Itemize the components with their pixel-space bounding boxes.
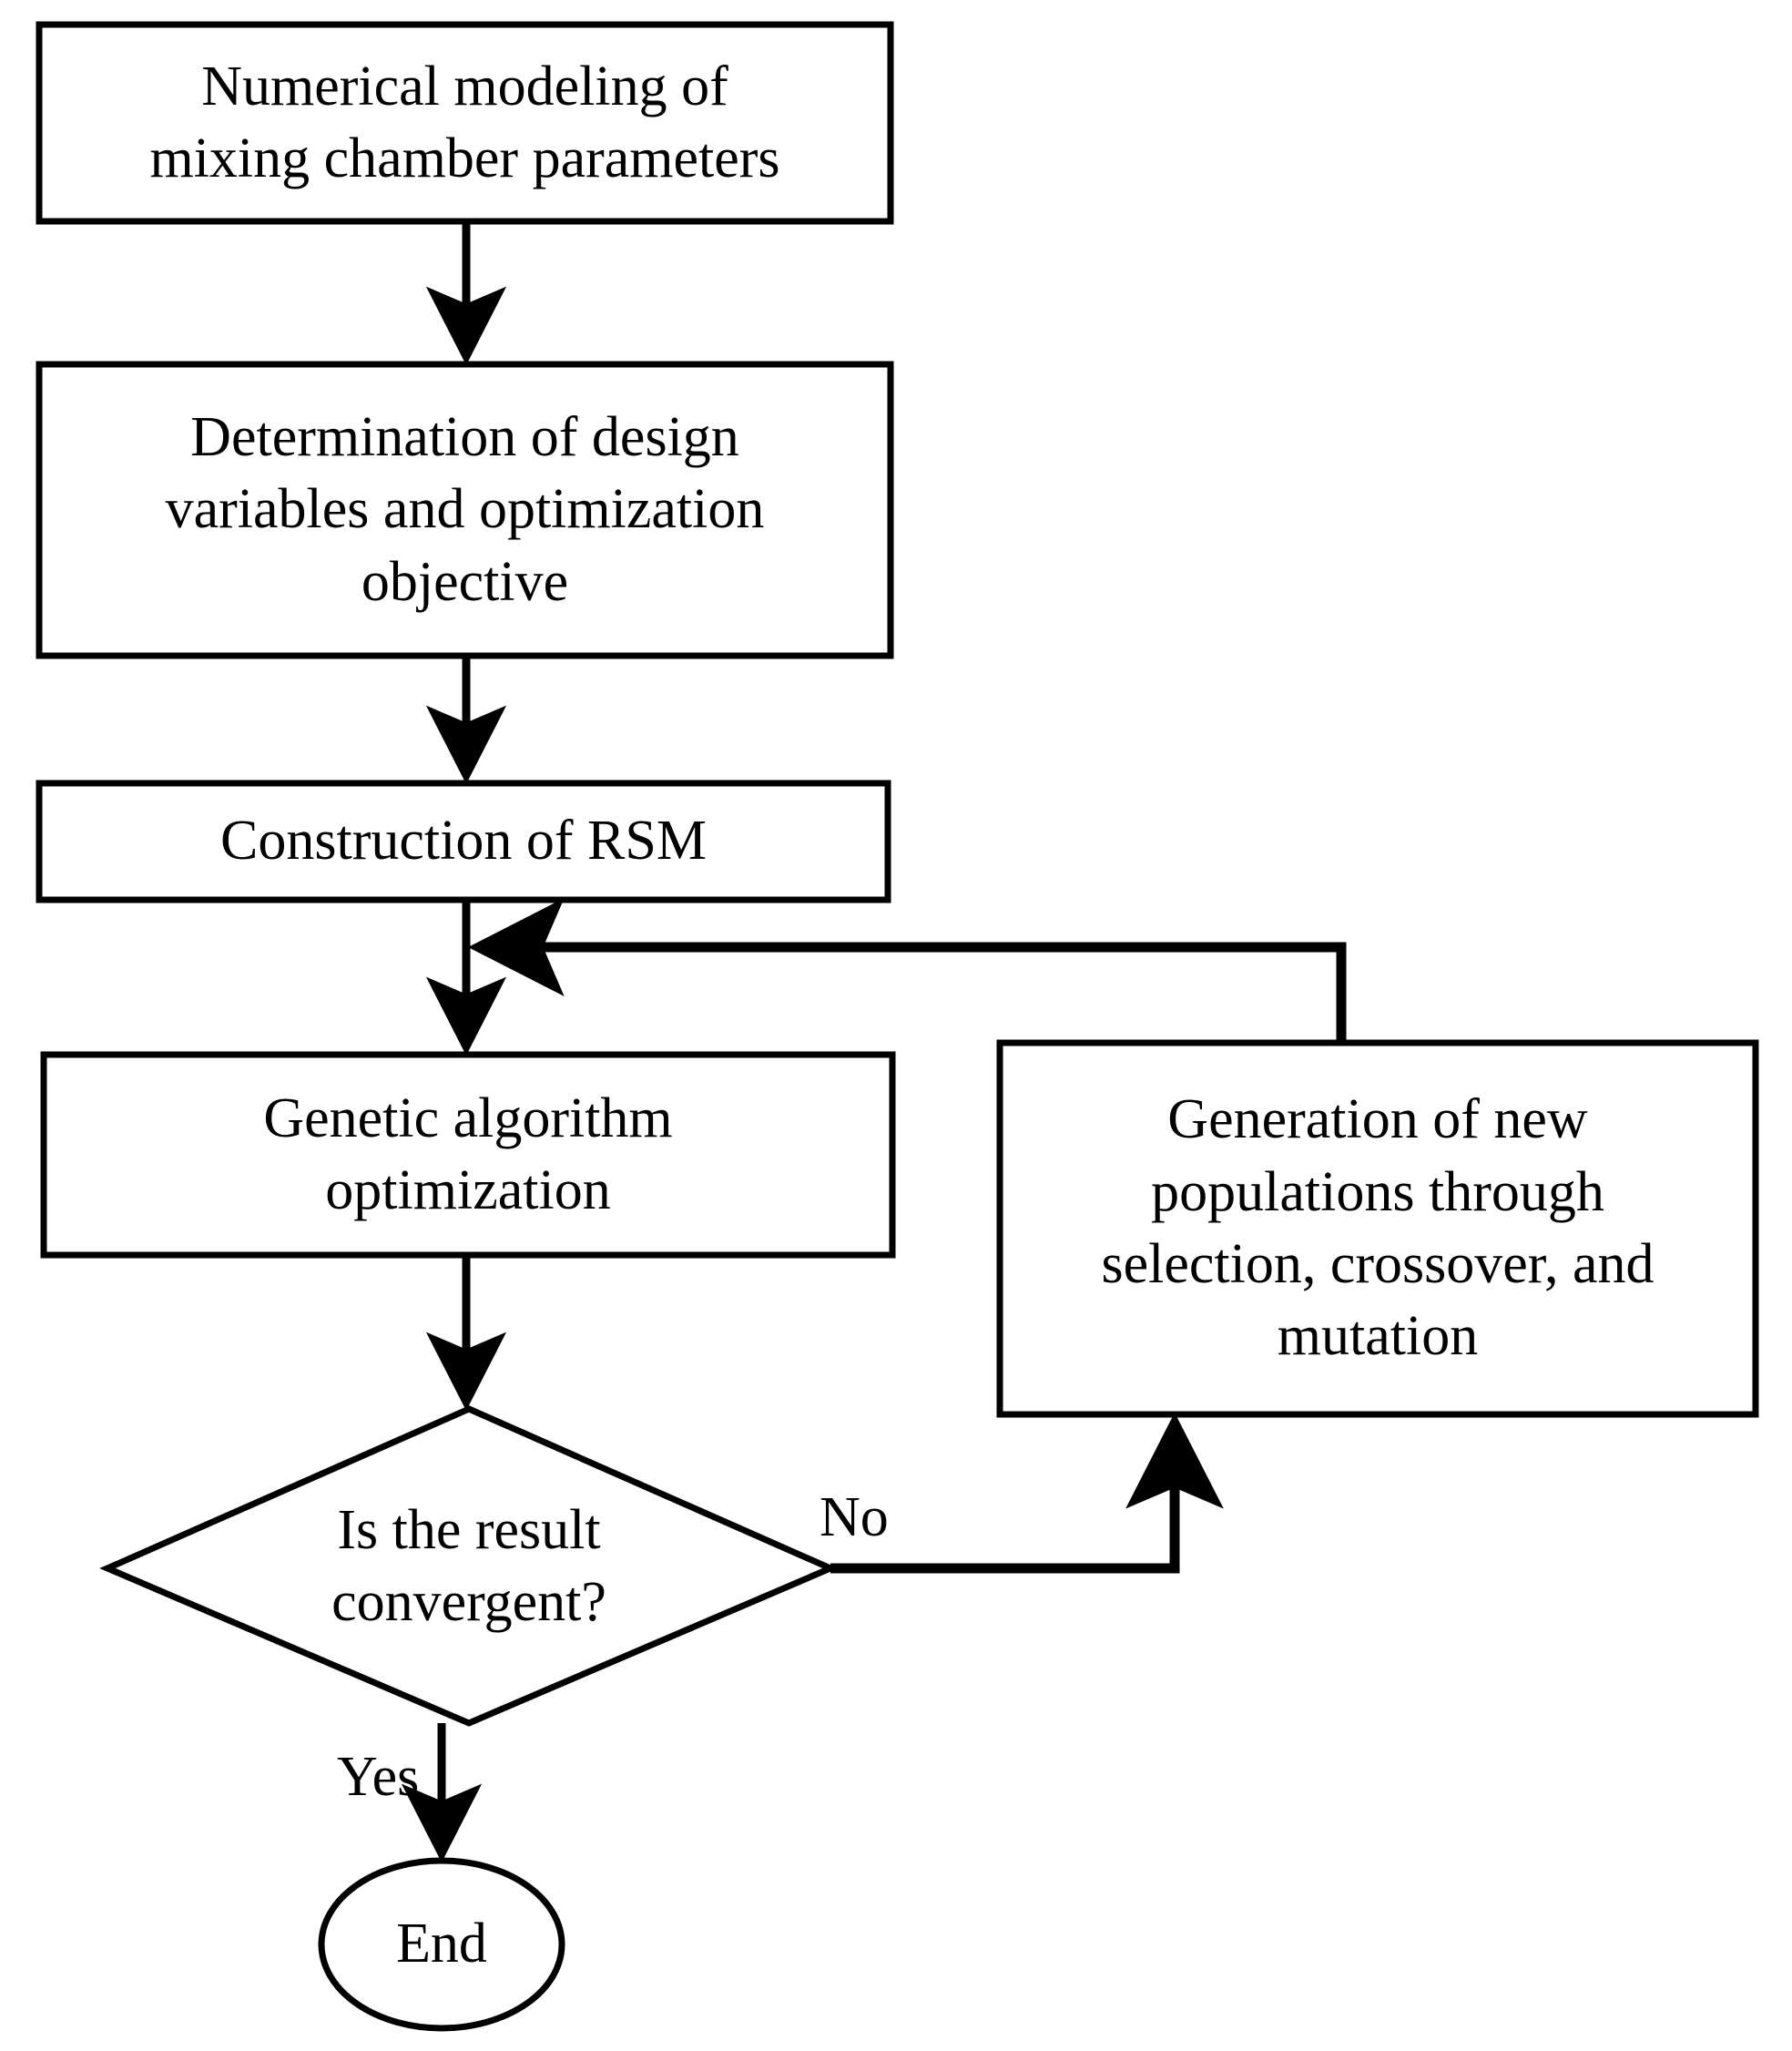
- node-shape-genetic-algorithm: [40, 1051, 896, 1259]
- node-shape-end: [318, 1857, 565, 2032]
- edge-label-yes: Yes: [337, 1746, 420, 1808]
- connector-decision-no-to-generation: [830, 1413, 1224, 1574]
- node-shape-decision-convergent: [99, 1405, 839, 1727]
- connector-generation-feedback-to-rsm: [468, 898, 1347, 1043]
- node-shape-design-variables: [36, 361, 894, 659]
- node-shape-generation-new-populations: [996, 1039, 1759, 1418]
- edge-label-no: No: [820, 1486, 889, 1548]
- node-shape-numerical-modeling: [36, 21, 894, 225]
- node-shape-construction-rsm: [36, 780, 891, 903]
